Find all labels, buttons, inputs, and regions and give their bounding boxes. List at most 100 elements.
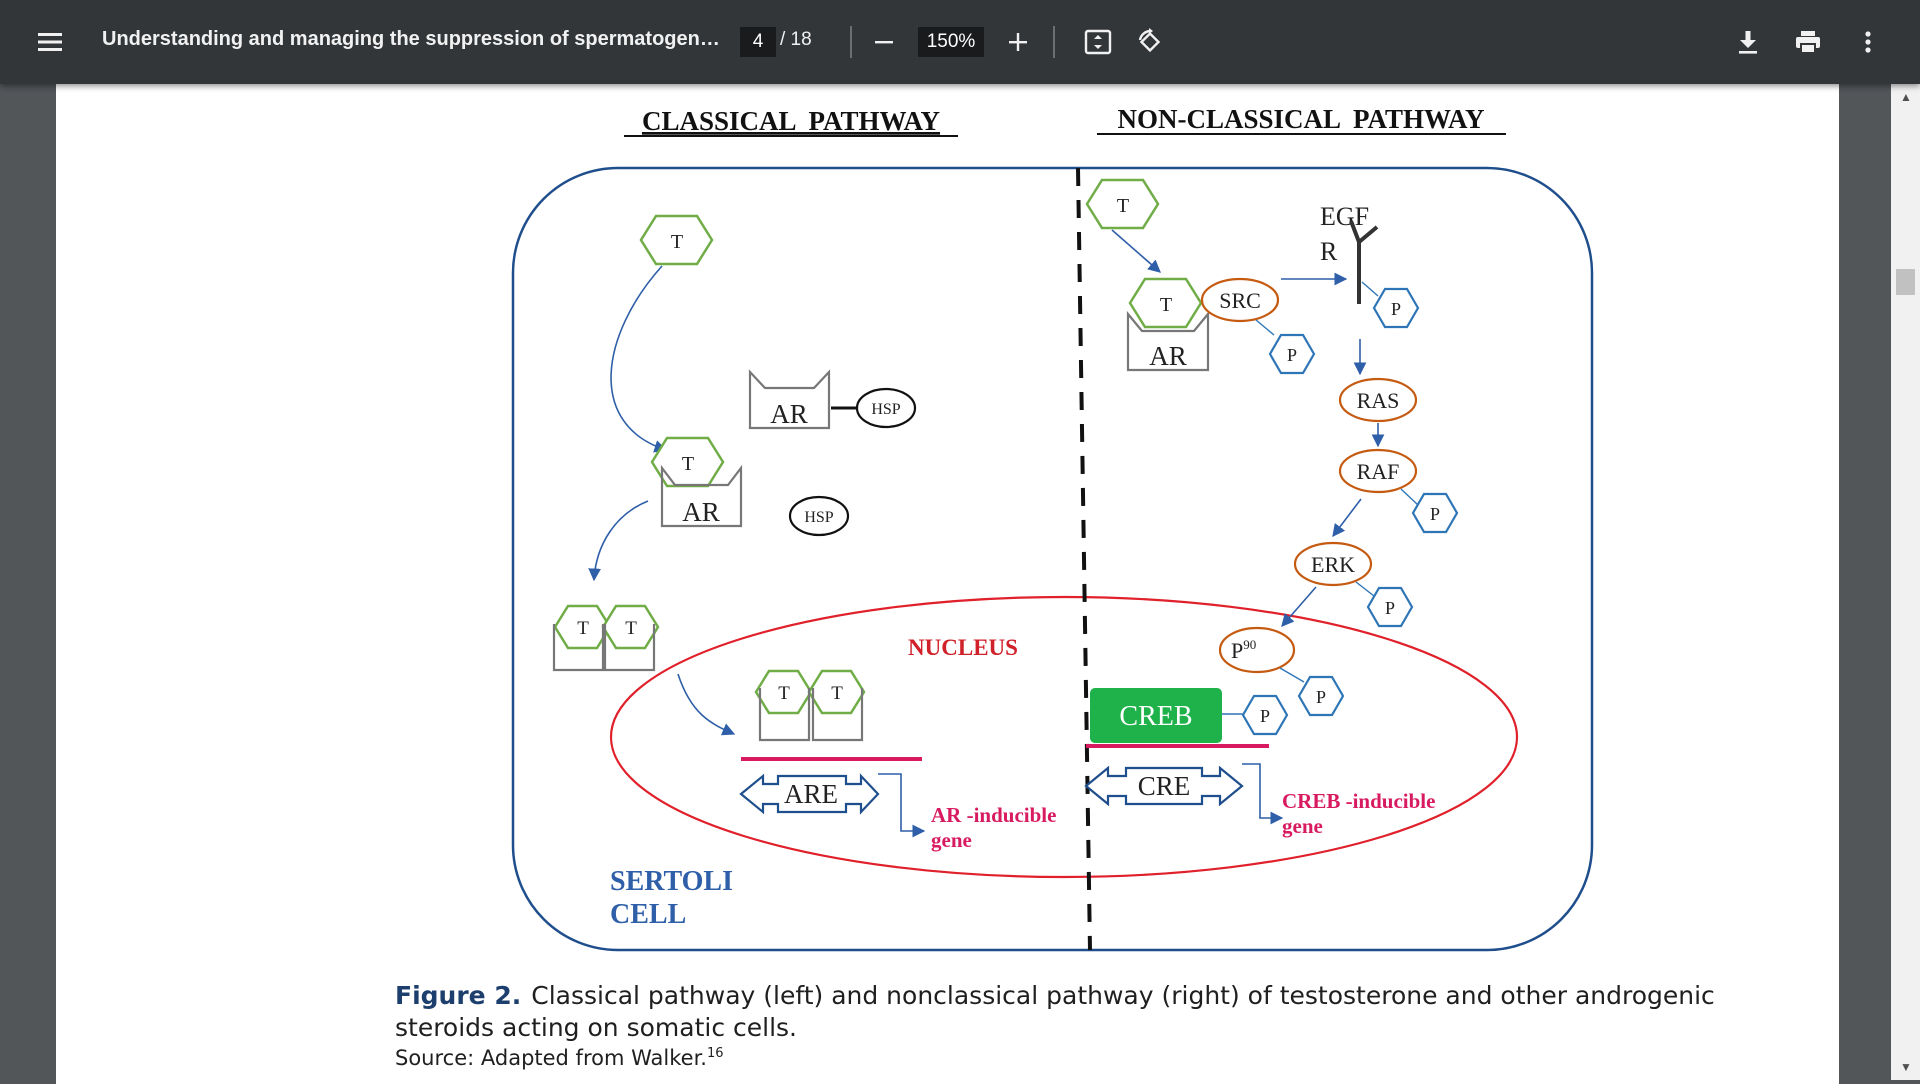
print-icon [1796,31,1820,54]
zoom-in-icon [1009,33,1027,51]
phosphate-hexagon [1366,586,1414,628]
ras-label: RAS [1357,388,1400,413]
testosterone-hexagon [754,669,813,715]
cre-response-element [1084,765,1244,807]
pdf-toolbar: Understanding and managing the suppressi… [0,0,1920,84]
ar-label: AR [682,497,720,527]
phosphate-bond [1279,667,1305,683]
fit-to-page-button[interactable] [1076,20,1120,64]
hsp-label: HSP [871,401,900,418]
phosphate-bond [1255,319,1275,336]
rotate-button[interactable] [1128,20,1172,64]
testosterone-label: T [671,231,683,253]
src-label: SRC [1219,288,1261,313]
creb-label: CREB [1119,701,1192,732]
pdf-page: CLASSICAL PATHWAY NON-CLASSICAL PATHWAY … [56,84,1839,1084]
pathway-arrow [1111,229,1161,273]
page-number-input[interactable]: 4 [740,27,776,57]
fit-page-icon [1084,29,1112,55]
phosphate-hexagon [1411,492,1459,534]
testosterone-label: T [1160,294,1172,316]
hsp-oval [855,387,917,429]
phosphate-hexagon [1241,694,1289,736]
toolbar-divider [1053,26,1055,58]
pathway-arrow [1281,586,1317,627]
phosphate-label: P [1385,598,1395,618]
pathway-arrow [1332,498,1362,538]
vertical-scrollbar[interactable]: ▲ ▼ [1891,84,1920,1080]
hsp-label: HSP [804,509,833,526]
phosphate-bond [1361,281,1379,297]
sertoli-cell-label: SERTOLI [610,866,733,897]
phosphate-label: P [1287,345,1297,365]
nonclassical-pathway-title: NON-CLASSICAL PATHWAY [1117,104,1484,134]
testosterone-label: T [778,683,790,704]
scroll-up-arrow[interactable]: ▲ [1900,90,1912,104]
scroll-down-arrow[interactable]: ▼ [1900,1060,1912,1074]
toolbar-divider [850,26,852,58]
phosphate-hexagon [1268,333,1316,375]
more-vert-icon [1865,31,1871,53]
source-text: Source: Adapted from Walker. [395,1046,707,1070]
sertoli-cell-label: CELL [610,899,686,930]
ras-oval [1338,377,1418,423]
p90-oval [1218,626,1296,674]
ar-label: AR [770,399,808,429]
phosphate-label: P [1391,299,1401,319]
pathway-arrow [610,265,668,453]
egfr-label: EGF [1320,202,1369,231]
raf-oval [1338,448,1418,494]
p90-label: P90 [1231,637,1256,663]
scrollbar-thumb[interactable] [1896,269,1915,295]
source-reference: 16 [706,1046,724,1061]
are-label: ARE [784,779,838,809]
sertoli-cell-membrane [511,166,1594,952]
zoom-out-button[interactable] [862,20,906,64]
egf-receptor [1349,220,1379,304]
testosterone-hexagon [1085,178,1160,230]
zoom-in-button[interactable] [996,20,1040,64]
more-options-button[interactable] [1846,20,1890,64]
androgen-receptor-cup [660,464,743,528]
androgen-receptor-cup [1126,310,1210,372]
download-icon [1739,31,1757,54]
nucleus-outline [609,595,1519,879]
raf-label: RAF [1357,459,1400,484]
erk-label: ERK [1311,552,1355,577]
transcription-arrow [1242,763,1284,825]
caption-label: Figure 2. [395,981,522,1010]
phosphate-bond [1355,581,1375,597]
zoom-level-input[interactable]: 150% [918,27,984,57]
menu-button[interactable] [26,18,74,66]
pathway-divider [1076,167,1092,951]
zoom-out-icon [875,41,893,44]
phosphate-label: P [1316,687,1326,707]
phosphate-label: P [1260,706,1270,726]
download-button[interactable] [1726,20,1770,64]
testosterone-hexagon [639,214,714,266]
testosterone-label: T [625,618,637,639]
testosterone-hexagon [1128,277,1203,329]
classical-pathway-title: CLASSICAL PATHWAY [642,106,940,136]
creb-box [1090,688,1222,743]
print-button[interactable] [1786,20,1830,64]
menu-icon [38,33,62,51]
caption-text: Classical pathway (left) and nonclassica… [395,981,1715,1042]
src-oval [1200,277,1280,323]
phosphate-hexagon [1372,287,1420,329]
androgen-receptor-dimer [552,624,656,672]
androgen-receptor-cup [748,369,831,430]
pathway-figure: CLASSICAL PATHWAY NON-CLASSICAL PATHWAY … [511,104,1594,952]
figure-source: Source: Adapted from Walker.16 [395,1046,724,1070]
ar-inducible-gene-label: gene [931,828,972,852]
hsp-oval [788,495,850,537]
creb-inducible-gene-label: CREB -inducible [1282,789,1435,813]
transcription-arrow [878,773,926,838]
androgen-receptor-dimer [758,688,864,742]
testosterone-label: T [577,618,589,639]
are-response-element [739,773,880,815]
cre-label: CRE [1138,771,1191,801]
phosphate-hexagon [1297,675,1345,717]
creb-inducible-gene-label: gene [1282,814,1323,838]
rotate-icon [1138,28,1161,53]
